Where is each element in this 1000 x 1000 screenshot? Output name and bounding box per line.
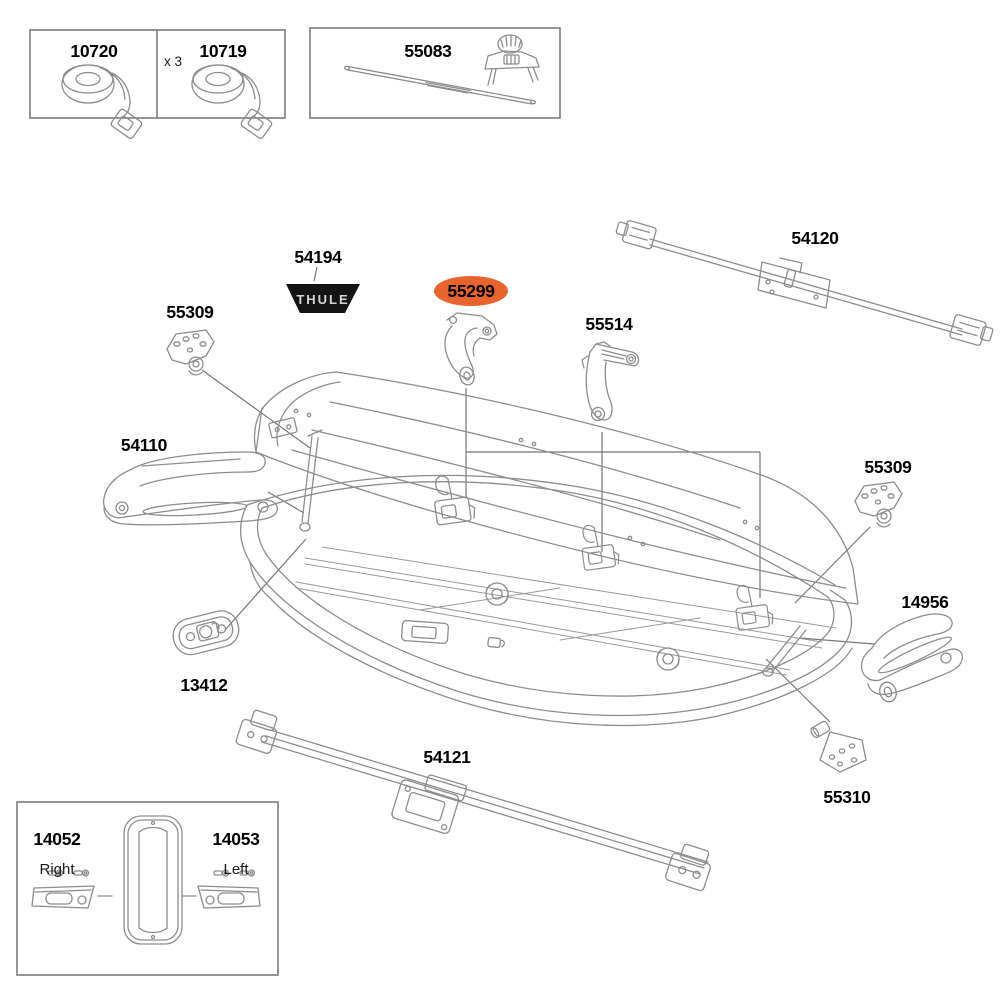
strap-10719-sketch	[191, 64, 274, 141]
cargo-box-base	[239, 429, 853, 727]
part-label-55514: 55514	[585, 314, 633, 334]
part-label-14053: 14053	[212, 829, 260, 849]
part-54120-sketch	[615, 220, 994, 346]
screw-icon	[73, 869, 90, 877]
strap-10720-sketch	[61, 64, 144, 141]
tensioner-knob	[656, 647, 680, 671]
part-55299-sketch	[444, 312, 498, 386]
part-14956-sketch	[860, 613, 964, 703]
quantity-note: x 3	[164, 54, 182, 69]
cap-14052-sketch	[31, 885, 95, 909]
cargo-box-sketch	[239, 371, 859, 727]
cap-14053-sketch	[197, 885, 261, 909]
inset-straps-kit: 10720 10719 x 3	[29, 29, 286, 141]
part-label-14956: 14956	[901, 592, 949, 612]
floor-rails	[295, 546, 837, 676]
part-label-13412: 13412	[180, 675, 228, 695]
cargo-box-lid	[253, 371, 859, 605]
part-label-55309-left: 55309	[166, 302, 214, 322]
part-54110-sketch	[102, 451, 278, 526]
lock-clamp-sketch	[484, 34, 540, 86]
front-clip	[487, 636, 505, 649]
part-label-54194: 54194	[294, 247, 342, 267]
part-label-55310: 55310	[823, 787, 871, 807]
part-13412-sketch	[172, 610, 240, 656]
side-label-right: Right	[39, 861, 75, 878]
part-55310-sketch	[810, 720, 867, 773]
part-label-55309-right: 55309	[864, 457, 912, 477]
part-label-54121: 54121	[423, 747, 471, 767]
part-label-54120: 54120	[791, 228, 839, 248]
side-label-left: Left	[223, 861, 249, 878]
bar-center-bracket	[757, 257, 831, 309]
part-label-54110: 54110	[121, 435, 168, 455]
inset-lock-kit: 55083	[309, 27, 561, 119]
lid-stay-right	[762, 625, 807, 677]
bar-center-lock-housing	[391, 774, 468, 835]
lid-stay-left	[299, 429, 323, 532]
inset-base-caps: 14052 Right 14053 Left	[16, 801, 279, 976]
part-55309-left-sketch	[166, 329, 215, 376]
highlight-callout-55299: 55299	[434, 276, 508, 306]
part-label-10719: 10719	[199, 41, 247, 61]
part-label-14052: 14052	[33, 829, 81, 849]
part-label-10720: 10720	[70, 41, 118, 61]
thule-badge-shape	[286, 284, 360, 313]
lid-latch	[735, 584, 775, 632]
highlight-oval	[434, 276, 508, 306]
thule-logo-text: THULE	[296, 292, 349, 307]
part-55514-sketch	[581, 341, 640, 422]
thule-logo-badge: THULE	[286, 284, 360, 313]
part-label-55083: 55083	[404, 41, 452, 61]
part-55309-right-sketch	[854, 481, 903, 528]
box-top-view-sketch	[123, 815, 183, 945]
leader-lines	[201, 266, 875, 723]
part-54121-sketch	[235, 709, 711, 892]
front-latch-handle	[400, 620, 450, 644]
part-label-55299: 55299	[447, 281, 495, 301]
tension-rod-sketch	[343, 65, 537, 105]
